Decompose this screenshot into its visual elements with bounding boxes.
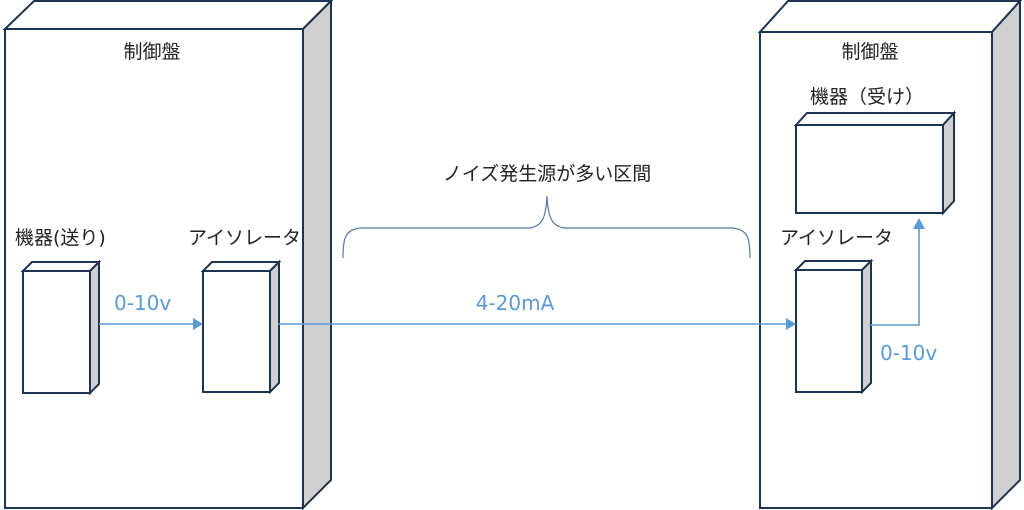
noise-section-brace bbox=[342, 195, 751, 259]
right-voltage-wire bbox=[869, 228, 920, 326]
sender-device-label: 機器(送り) bbox=[15, 227, 106, 249]
right-control-panel: 制御盤 bbox=[757, 0, 1023, 510]
receiver-device bbox=[793, 110, 957, 216]
left-panel-title: 制御盤 bbox=[123, 41, 180, 63]
noise-section-label: ノイズ発生源が多い区間 bbox=[443, 163, 651, 185]
current-loop-label: 4-20mA bbox=[476, 291, 555, 315]
left-voltage-label: 0-10v bbox=[114, 291, 171, 315]
right-isolator-label: アイソレータ bbox=[780, 227, 893, 249]
right-voltage-label: 0-10v bbox=[880, 341, 937, 365]
receiver-device-label: 機器（受け） bbox=[810, 86, 924, 108]
arrow-head-icon bbox=[193, 318, 203, 330]
right-panel-title: 制御盤 bbox=[841, 41, 898, 63]
sender-device bbox=[20, 259, 102, 396]
arrow-head-icon bbox=[786, 318, 796, 330]
left-isolator bbox=[200, 259, 282, 395]
left-isolator-label: アイソレータ bbox=[188, 227, 301, 249]
right-isolator bbox=[793, 258, 874, 395]
left-control-panel: 制御盤 bbox=[2, 0, 334, 510]
arrow-head-icon bbox=[913, 218, 925, 229]
